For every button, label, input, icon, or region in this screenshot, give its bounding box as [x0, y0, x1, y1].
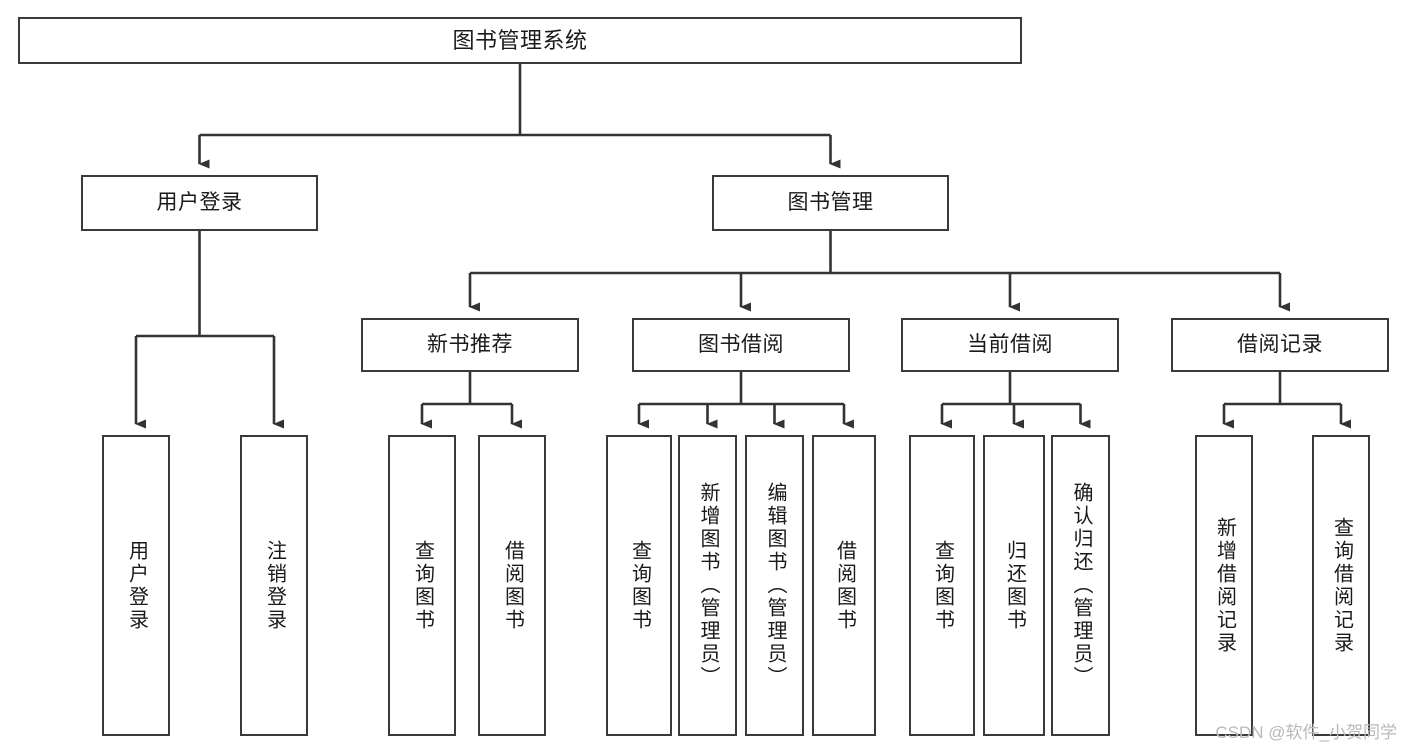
node-label: 新增借阅记录	[1213, 516, 1236, 655]
node-leaf-confirm-return[interactable]: 确认归还（管理员）	[1051, 435, 1110, 736]
node-label: 图书管理	[787, 190, 874, 214]
node-book-manage[interactable]: 图书管理	[712, 175, 949, 231]
node-leaf-borrow-book-2[interactable]: 借阅图书	[812, 435, 876, 736]
node-label: 查询图书	[931, 539, 954, 632]
node-leaf-borrow-book-1[interactable]: 借阅图书	[478, 435, 546, 736]
node-leaf-edit-book-admin[interactable]: 编辑图书（管理员）	[745, 435, 804, 736]
node-leaf-return-book[interactable]: 归还图书	[983, 435, 1045, 736]
node-root[interactable]: 图书管理系统	[18, 17, 1022, 64]
node-label: 查询图书	[628, 539, 651, 632]
node-label: 用户登录	[125, 539, 148, 632]
node-label: 编辑图书（管理员）	[764, 482, 786, 689]
node-borrow-record[interactable]: 借阅记录	[1171, 318, 1389, 372]
node-label: 图书管理系统	[452, 27, 588, 53]
node-book-borrow[interactable]: 图书借阅	[632, 318, 850, 372]
node-leaf-query-record[interactable]: 查询借阅记录	[1312, 435, 1370, 736]
node-leaf-add-record[interactable]: 新增借阅记录	[1195, 435, 1253, 736]
node-label: 查询图书	[411, 539, 434, 632]
node-leaf-logout-login[interactable]: 注销登录	[240, 435, 308, 736]
node-leaf-query-book-2[interactable]: 查询图书	[606, 435, 672, 736]
node-label: 借阅图书	[833, 539, 856, 632]
node-label: 图书借阅	[698, 332, 784, 356]
node-leaf-query-book-1[interactable]: 查询图书	[388, 435, 456, 736]
node-label: 确认归还（管理员）	[1070, 482, 1092, 689]
node-label: 归还图书	[1003, 539, 1026, 632]
node-label: 注销登录	[263, 539, 286, 632]
node-label: 查询借阅记录	[1330, 516, 1353, 655]
node-current-borrow[interactable]: 当前借阅	[901, 318, 1119, 372]
node-label: 当前借阅	[967, 332, 1053, 356]
node-label: 新书推荐	[427, 332, 513, 356]
node-leaf-query-book-3[interactable]: 查询图书	[909, 435, 975, 736]
node-label: 借阅记录	[1237, 332, 1323, 356]
node-new-book-recommend[interactable]: 新书推荐	[361, 318, 579, 372]
node-label: 用户登录	[156, 190, 243, 214]
node-label: 新增图书（管理员）	[697, 482, 719, 689]
node-label: 借阅图书	[501, 539, 524, 632]
node-leaf-user-login[interactable]: 用户登录	[102, 435, 170, 736]
watermark-label: CSDN @软件_小贺同学	[1215, 723, 1397, 742]
node-user-login[interactable]: 用户登录	[81, 175, 318, 231]
node-leaf-add-book-admin[interactable]: 新增图书（管理员）	[678, 435, 737, 736]
